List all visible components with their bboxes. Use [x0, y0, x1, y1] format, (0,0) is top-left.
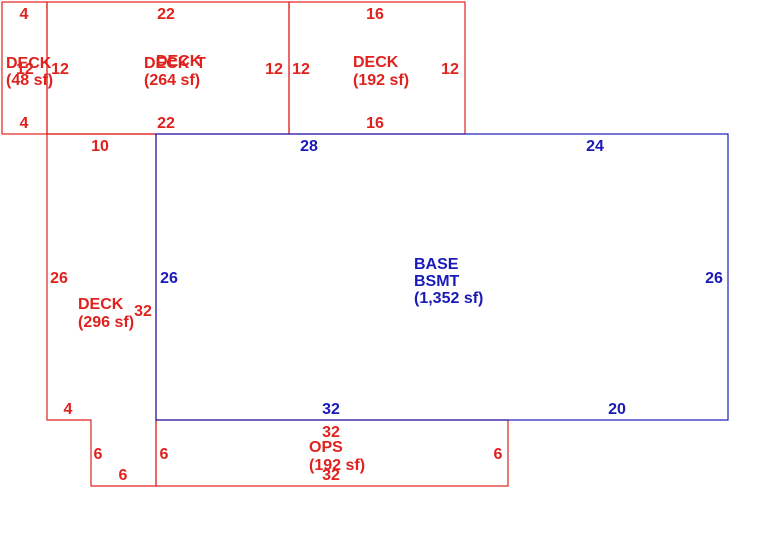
- deck-right-name: DECK: [353, 54, 399, 71]
- deck-mid-dim-bottom: 22: [157, 115, 175, 132]
- deck-right-area: (192 sf): [353, 72, 409, 89]
- deck-outlines: [1, 1, 509, 487]
- base-area: (1,352 sf): [414, 290, 483, 307]
- base-dim-bottom-left: 32: [322, 401, 340, 418]
- base-dim-bottom-right: 20: [608, 401, 626, 418]
- deck-left-dim-left: 26: [50, 270, 68, 287]
- ops-name: OPS: [309, 439, 343, 456]
- deck-mid-dim-right: 12: [265, 61, 283, 78]
- deck-small-dim-top: 4: [20, 6, 29, 23]
- base-name-line2: BSMT: [414, 273, 460, 290]
- base-outline: [155, 133, 729, 421]
- deck-right-dim-right: 12: [441, 61, 459, 78]
- deck-mid-overlay: T: [196, 55, 206, 72]
- ops-dim-top: 32: [322, 424, 340, 441]
- deck-small-overlay: 12: [16, 61, 34, 78]
- ops-dim-bottom: 32: [322, 467, 340, 484]
- deck-right-dim-bottom: 16: [366, 115, 384, 132]
- deck-right-dim-top: 16: [366, 6, 384, 23]
- base-dim-top-right: 24: [586, 138, 604, 155]
- deck-mid-dim-top: 22: [157, 6, 175, 23]
- deck-mid-area: (264 sf): [144, 72, 200, 89]
- deck-mid-name-a: DECK: [144, 55, 190, 72]
- deck-small-dim-right: 12: [51, 61, 69, 78]
- ops-area: (192 sf): [309, 457, 365, 474]
- deck-left-dim-step: 6: [94, 446, 103, 463]
- deck-mid-name-b: DECK: [156, 53, 202, 70]
- base-dim-left: 26: [160, 270, 178, 287]
- deck-small-name: DECK: [6, 55, 52, 72]
- deck-left-dim-top: 10: [91, 138, 109, 155]
- ops-dim-right: 6: [494, 446, 503, 463]
- base-name-line1: BASE: [414, 256, 459, 273]
- deck-left-dim-right: 32: [134, 303, 152, 320]
- deck-left-name: DECK: [78, 296, 124, 313]
- deck-left-area: (296 sf): [78, 314, 134, 331]
- deck-right-dim-left: 12: [292, 61, 310, 78]
- deck-left-dim-foot: 6: [119, 467, 128, 484]
- deck-left-dim-bottom: 4: [64, 401, 73, 418]
- ops-dim-left: 6: [160, 446, 169, 463]
- base-dim-top-left: 28: [300, 138, 318, 155]
- deck-small-area: (48 sf): [6, 72, 53, 89]
- base-dim-right: 26: [705, 270, 723, 287]
- deck-small-dim-bottom: 4: [20, 115, 29, 132]
